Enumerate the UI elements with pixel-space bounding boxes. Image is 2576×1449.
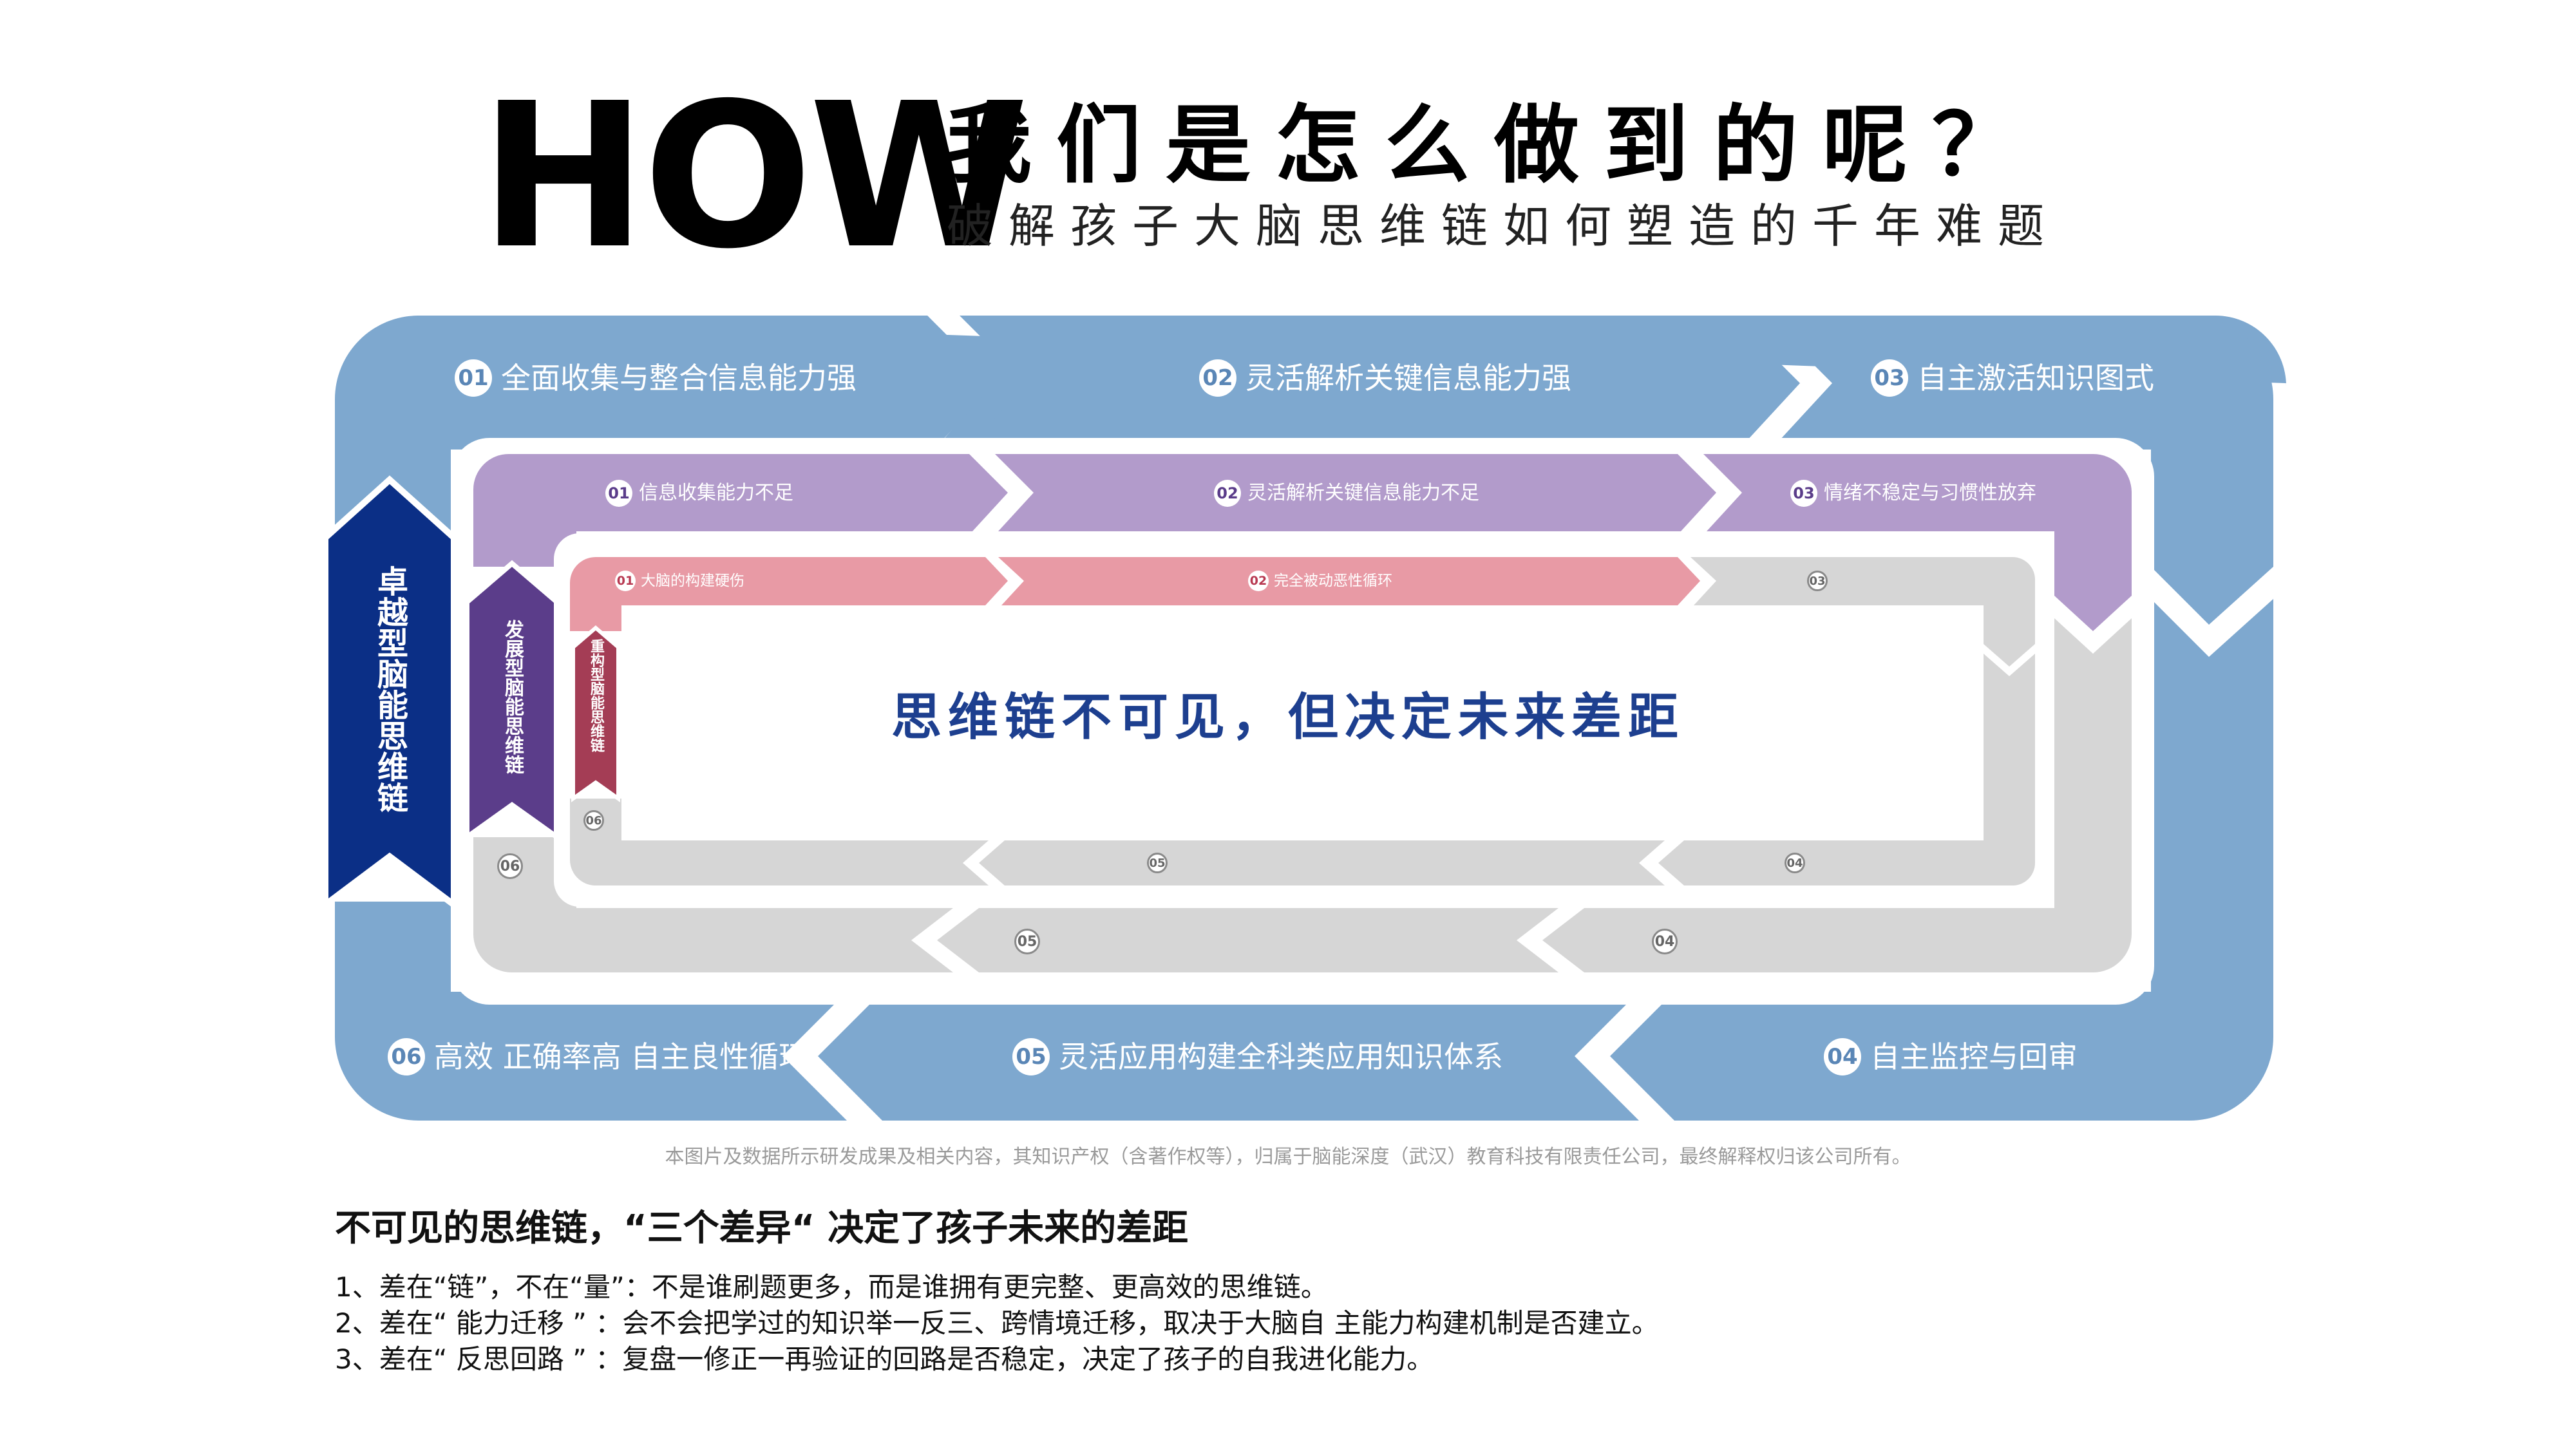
outer-stage-04-label: 自主监控与回审 (1870, 1039, 2078, 1074)
middle-stage-02-label: 灵活解析关键信息能力不足 (1247, 482, 1479, 504)
how-heading: HOW (480, 61, 1029, 293)
inner-stage-01: 01 大脑的构建硬伤 (615, 571, 744, 591)
outer-segment-01 (335, 316, 995, 541)
middle-stage-05-badge: 05 (1014, 929, 1040, 954)
inner-stage-02-label: 完全被动恶性循环 (1274, 572, 1392, 589)
outer-stage-03: 03 自主激活知识图式 (1871, 359, 2154, 397)
middle-stage-03-badge: 03 (1790, 480, 1817, 507)
inner-segment-06 (570, 799, 989, 886)
outer-segment-04 (1610, 599, 2273, 1121)
outer-stage-05-badge: 05 (1012, 1038, 1050, 1075)
middle-stage-03: 03 情绪不稳定与习惯性放弃 (1790, 480, 2036, 507)
outer-stage-05: 05 灵活应用构建全科类应用知识体系 (1012, 1038, 1503, 1075)
page-title: 我们是怎么做到的呢？ (947, 96, 2041, 195)
outer-stage-05-label: 灵活应用构建全科类应用知识体系 (1059, 1039, 1503, 1074)
inner-stage-05-badge: 05 (1147, 853, 1168, 873)
middle-stage-01-badge: 01 (605, 480, 632, 507)
center-panel (621, 605, 1984, 840)
summary-point-2: 2、差在“ 能力迁移 ” ：会不会把学过的知识举一反三、跨情境迁移，取决于大脑自… (335, 1307, 1659, 1339)
inner-stage-06-badge: 06 (583, 810, 604, 831)
inner-vertical-arrow (571, 625, 620, 802)
middle-stage-02: 02 灵活解析关键信息能力不足 (1214, 480, 1479, 507)
inner-segment-02 (998, 557, 1700, 605)
summary-title: 不可见的思维链，“三个差异“ 决定了孩子未来的差距 (335, 1208, 1189, 1249)
inner-stage-01-badge: 01 (615, 571, 636, 591)
outer-stage-01-badge: 01 (455, 359, 492, 397)
outer-segment-02 (960, 316, 1800, 450)
center-message: 思维链不可见，但决定未来差距 (891, 688, 1685, 746)
inner-segment-01 (570, 557, 1008, 631)
outer-stage-03-badge: 03 (1871, 359, 1908, 397)
middle-stage-04-badge: 04 (1652, 929, 1678, 954)
inner-segment-05 (979, 840, 1665, 886)
middle-segment-02 (995, 454, 1716, 531)
summary-point-3: 3、差在“ 反思回路 ” ：复盘一修正一再验证的回路是否稳定，决定了孩子的自我进… (335, 1343, 1434, 1375)
inner-stage-02: 02 完全被动恶性循环 (1248, 571, 1392, 591)
middle-stage-03-label: 情绪不稳定与习惯性放弃 (1824, 482, 2036, 504)
middle-segment-06 (473, 837, 953, 972)
inner-stage-03-badge: 03 (1807, 571, 1828, 591)
inner-ring (570, 557, 2035, 886)
outer-segment-05 (818, 992, 1639, 1121)
outer-ring (322, 316, 2286, 1121)
outer-stage-01-label: 全面收集与整合信息能力强 (501, 361, 857, 395)
middle-stage-06-badge: 06 (497, 853, 523, 879)
outer-stage-06-badge: 06 (388, 1038, 425, 1075)
inner-ring-label: 重构型脑能思维链 (588, 639, 604, 752)
outer-stage-01: 01 全面收集与整合信息能力强 (455, 359, 857, 397)
page-subtitle: 破解孩子大脑思维链如何塑造的千年难题 (947, 199, 2060, 253)
outer-stage-02-badge: 02 (1199, 359, 1236, 397)
inner-stage-04-badge: 04 (1785, 853, 1805, 873)
outer-ring-label: 卓越型脑能思维链 (372, 565, 408, 813)
outer-stage-04-badge: 04 (1824, 1038, 1861, 1075)
inner-segment-04 (1658, 654, 2035, 886)
summary-point-1: 1、差在“链”，不在“量”：不是谁刷题更多，而是谁拥有更完整、更高效的思维链。 (335, 1271, 1328, 1303)
middle-stage-01: 01 信息收集能力不足 (605, 480, 793, 507)
outer-stage-03-label: 自主激活知识图式 (1917, 361, 2154, 395)
outer-segment-06 (335, 902, 847, 1121)
inner-stage-02-badge: 02 (1248, 571, 1269, 591)
inner-stage-01-label: 大脑的构建硬伤 (641, 572, 744, 589)
middle-stage-01-label: 信息收集能力不足 (639, 482, 793, 504)
copyright-notice: 本图片及数据所示研发成果及相关内容，其知识产权（含著作权等），归属于脑能深度（武… (665, 1146, 1911, 1168)
outer-stage-02-label: 灵活解析关键信息能力强 (1245, 361, 1571, 395)
middle-segment-01 (473, 454, 1008, 567)
outer-stage-02: 02 灵活解析关键信息能力强 (1199, 359, 1571, 397)
middle-ring-label: 发展型脑能思维链 (501, 620, 524, 774)
middle-stage-02-badge: 02 (1214, 480, 1241, 507)
outer-stage-06: 06 高效 正确率高 自主良性循环 (388, 1038, 808, 1075)
outer-stage-06-label: 高效 正确率高 自主良性循环 (434, 1039, 809, 1074)
inner-segment-03 (1690, 557, 2035, 667)
outer-stage-04: 04 自主监控与回审 (1824, 1038, 2078, 1075)
middle-segment-05 (937, 908, 1558, 972)
middle-segment-04 (1542, 618, 2132, 972)
